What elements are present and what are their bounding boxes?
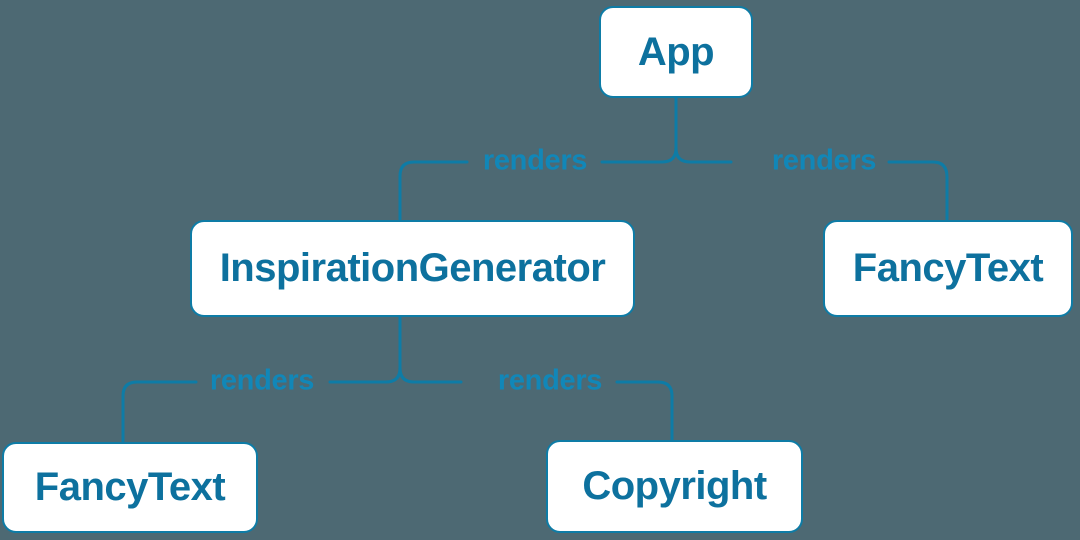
node-inspirationgenerator: InspirationGenerator [190,220,635,317]
edge-app-inspirationgenerator-segment [398,160,469,221]
node-fancytext-bottom: FancyText [2,442,258,533]
edge-inspirationgenerator-fancytext-segment [121,380,198,443]
edge-inspirationgenerator-fancytext-segment [328,315,402,384]
edge-label-renders: renders [497,364,603,397]
edge-label-renders: renders [209,364,315,397]
node-fancytext-top: FancyText [823,220,1073,317]
edge-app-inspirationgenerator-segment [600,96,678,164]
edge-label-renders: renders [771,144,877,177]
edge-label-renders: renders [482,144,588,177]
node-app: App [599,6,753,98]
edge-app-fancytext-segment [674,96,733,164]
edge-inspirationgenerator-copyright-segment [398,315,463,384]
edge-inspirationgenerator-copyright-segment [615,380,674,441]
edge-app-fancytext-segment [887,160,949,221]
node-copyright: Copyright [546,440,803,533]
